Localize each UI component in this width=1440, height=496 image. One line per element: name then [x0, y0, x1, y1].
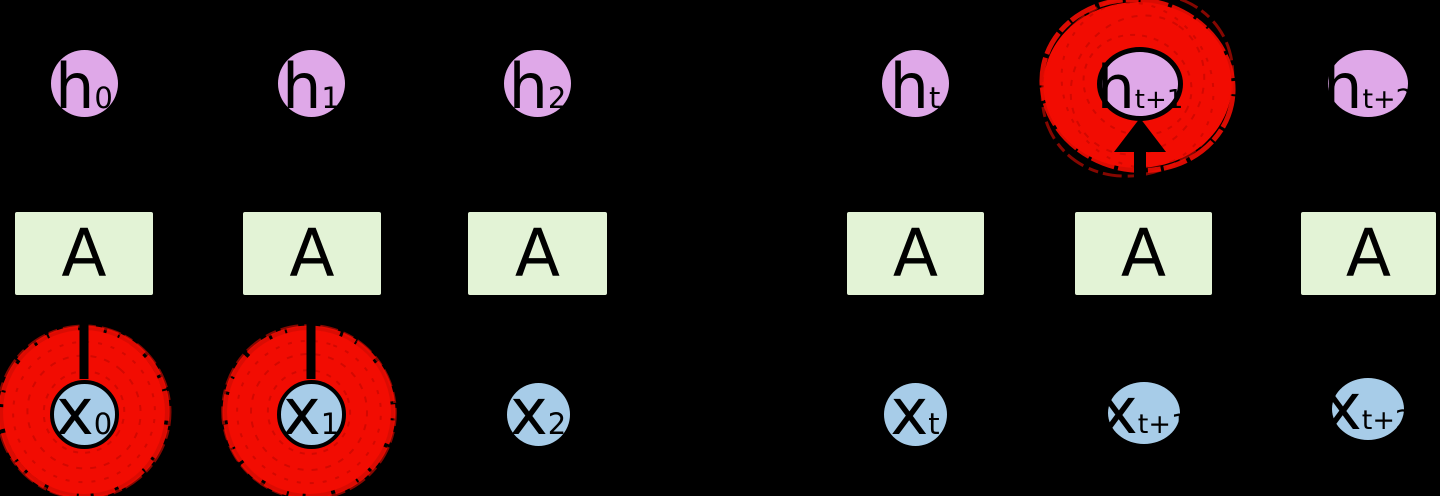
node-xt: xt [883, 381, 947, 446]
cell-A-0: A [15, 212, 153, 295]
node-x0-subscript: 0 [93, 407, 113, 441]
node-h2: h2 [504, 49, 571, 118]
node-x2: x2 [506, 381, 570, 446]
node-ht: ht [881, 49, 949, 118]
node-ht2-label: h [1323, 50, 1363, 123]
cell-A-t-label: A [892, 214, 939, 292]
cell-A-t1: A [1075, 212, 1212, 295]
node-ht2: ht+2 [1323, 49, 1413, 118]
node-h0: h0 [50, 49, 118, 118]
node-x1-label: x [282, 376, 321, 450]
cell-A-t1-label: A [1120, 214, 1167, 292]
node-h0-subscript: 0 [94, 81, 113, 115]
node-h2-label: h [508, 50, 548, 123]
node-h0-label: h [55, 50, 95, 123]
node-h1: h1 [277, 49, 345, 118]
node-x2-subscript: 2 [547, 407, 567, 441]
node-ht1-subscript: t+1 [1134, 85, 1184, 115]
cell-A-0-label: A [61, 214, 107, 292]
node-xt-subscript: t [928, 407, 940, 441]
cell-A-1: A [243, 212, 381, 295]
cell-A-t2: A [1301, 212, 1436, 295]
node-xt-label: x [890, 376, 929, 450]
node-xt1: xt+1 [1100, 380, 1188, 444]
node-h1-label: h [282, 50, 322, 123]
cell-A-2-label: A [514, 214, 561, 292]
node-ht-label: h [889, 50, 929, 123]
arrow-layer [70, 124, 1382, 379]
node-h1-subscript: 1 [321, 81, 340, 115]
node-ht1-label: h [1096, 53, 1135, 123]
cell-A-2: A [468, 212, 607, 295]
node-xt2-label: x [1323, 371, 1362, 445]
node-x2-label: x [509, 376, 548, 450]
node-ht-subscript: t [928, 81, 941, 115]
node-x0-label: x [55, 376, 94, 450]
node-ht2-subscript: t+2 [1362, 84, 1413, 115]
cell-A-t2-label: A [1345, 214, 1392, 292]
node-xt2-subscript: t+2 [1361, 405, 1413, 436]
node-xt1-label: x [1099, 375, 1138, 449]
node-x1-subscript: 1 [320, 407, 340, 441]
node-ht1-highlighted: ht+1 [1097, 47, 1183, 121]
node-xt1-subscript: t+1 [1137, 409, 1189, 440]
node-x0-highlighted: x0 [49, 379, 119, 449]
cell-A-t: A [847, 212, 984, 295]
arrow-A-to-ht1 [1114, 118, 1166, 213]
node-h2-subscript: 2 [547, 81, 567, 115]
node-x1-highlighted: x1 [276, 379, 346, 449]
node-xt2: xt+2 [1324, 376, 1412, 440]
cell-A-1-label: A [289, 214, 335, 292]
